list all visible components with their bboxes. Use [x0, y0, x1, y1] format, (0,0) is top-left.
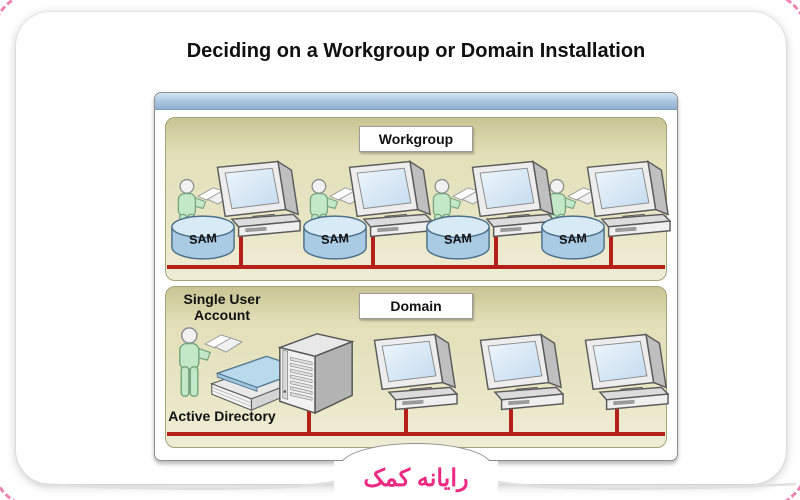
workgroup-unit: SAM: [539, 158, 671, 270]
domain-network-bus: [167, 432, 665, 436]
computer-icon: [584, 333, 669, 411]
computer-icon: [373, 333, 458, 411]
active-directory-label: Active Directory: [168, 408, 276, 424]
workgroup-unit: SAM: [169, 158, 301, 270]
slide-card: Deciding on a Workgroup or Domain Instal…: [16, 12, 797, 495]
slide-header-bar: [155, 93, 677, 110]
domain-tag: Domain: [359, 293, 473, 319]
network-drop: [615, 399, 619, 435]
computer-icon: [479, 333, 564, 411]
workgroup-panel: Workgroup SAM SAM: [165, 117, 671, 281]
single-user-account-label: Single User Account: [183, 291, 261, 323]
workgroup-network-bus: [167, 265, 665, 269]
slide-graphic: Workgroup SAM SAM: [154, 92, 678, 461]
network-drop: [371, 225, 375, 269]
workgroup-tag: Workgroup: [359, 126, 473, 152]
network-drop: [307, 399, 311, 435]
network-drop: [239, 225, 243, 269]
domain-panel: Domain Single User Account Active Direct…: [165, 286, 669, 448]
network-drop: [609, 225, 613, 269]
page-title: Deciding on a Workgroup or Domain Instal…: [186, 40, 646, 62]
watermark-logo: رایانه کمک: [363, 465, 469, 492]
network-drop: [494, 225, 498, 269]
workgroup-unit: SAM: [424, 158, 556, 270]
network-drop: [404, 399, 408, 435]
network-drop: [509, 399, 513, 435]
server-icon: [279, 333, 353, 414]
workgroup-unit: SAM: [301, 158, 433, 270]
